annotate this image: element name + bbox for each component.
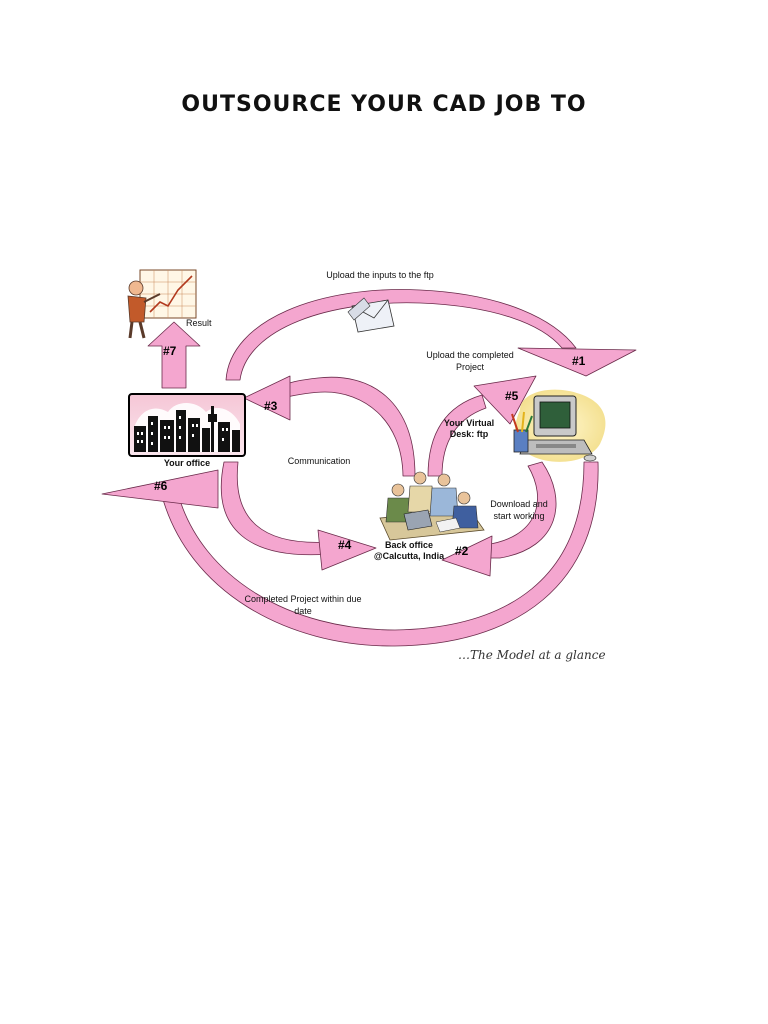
page-title: OUTSOURCE YOUR CAD JOB TO (181, 92, 587, 117)
label-completed-1: Completed Project within due (244, 594, 361, 604)
label-back-office-1: Back office (385, 540, 433, 550)
diagram-caption: …The Model at a glance (458, 648, 606, 662)
arrow-result (147, 321, 201, 389)
label-upload-completed-2: Project (456, 362, 485, 372)
label-virtual-desk-2: Desk: ftp (450, 429, 489, 439)
arrow-upload-inputs (225, 289, 577, 381)
step-7-label: #7 (163, 344, 177, 358)
arrow-head-6 (101, 469, 219, 509)
label-upload-completed-1: Upload the completed (426, 350, 514, 360)
arrow-download (483, 461, 557, 559)
label-virtual-desk-1: Your Virtual (444, 418, 494, 428)
label-communication: Communication (288, 456, 351, 466)
arrow-head-5 (473, 375, 537, 425)
step-3-label: #3 (264, 399, 278, 413)
virtual-desk-computer-illustration (511, 389, 606, 462)
step-2-label: #2 (455, 544, 469, 558)
arrow-head-3 (243, 375, 291, 421)
step-5-label: #5 (505, 389, 519, 403)
envelope-icon (347, 297, 395, 333)
label-completed-2: date (294, 606, 312, 616)
label-back-office-2: @Calcutta, India (374, 551, 445, 561)
arrow-deliver-to-backoffice (220, 461, 331, 556)
label-upload-inputs: Upload the inputs to the ftp (326, 270, 434, 280)
result-chart-illustration (127, 269, 197, 339)
step-4-label: #4 (338, 538, 352, 552)
arrow-head-1 (517, 347, 637, 377)
back-office-team-illustration (379, 471, 485, 541)
step-6-label: #6 (154, 479, 168, 493)
label-result: Result (186, 318, 212, 328)
label-your-office: Your office (164, 458, 210, 468)
arrow-head-4 (317, 529, 377, 571)
label-download-2: start working (493, 511, 544, 521)
step-1-label: #1 (572, 354, 586, 368)
arrow-head-2 (441, 535, 493, 577)
label-download-1: Download and (490, 499, 548, 509)
arrow-upload-completed (427, 394, 487, 477)
your-office-illustration (128, 393, 246, 457)
